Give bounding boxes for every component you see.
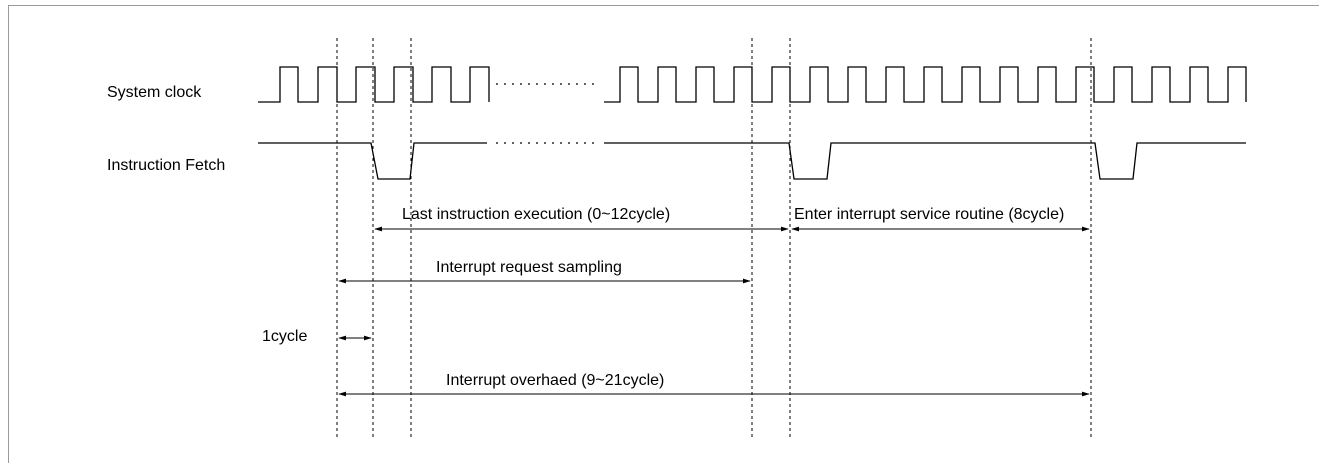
one-cycle-label: 1cycle <box>262 328 307 345</box>
instruction-fetch-wave-left <box>258 142 487 180</box>
system-clock-label: System clock <box>107 84 202 101</box>
system-clock-wave-right <box>604 66 1247 103</box>
diagram-frame <box>8 5 1319 463</box>
overhead-label: Interrupt overhaed (9~21cycle) <box>446 372 664 389</box>
instruction-fetch-label: Instruction Fetch <box>107 157 225 174</box>
instruction-fetch-wave-right <box>604 142 1246 180</box>
last-instruction-label: Last instruction execution (0~12cycle) <box>402 206 670 223</box>
enter-isr-label: Enter interrupt service routine (8cycle) <box>794 206 1064 223</box>
request-sampling-label: Interrupt request sampling <box>436 259 622 276</box>
system-clock-wave-left <box>258 66 490 103</box>
